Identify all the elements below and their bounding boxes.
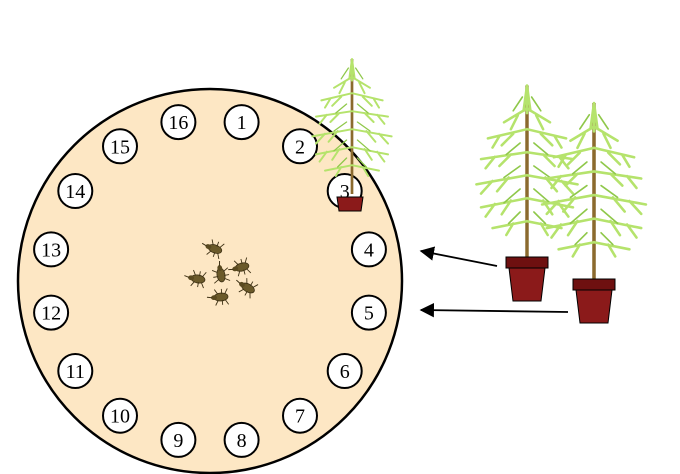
position-marker: [282, 128, 318, 165]
position-label: 15: [110, 136, 130, 158]
position-12: 12: [33, 294, 70, 331]
position-16: 16: [160, 104, 197, 141]
conifer-seedling-icon: [474, 83, 580, 260]
position-14: 14: [57, 173, 94, 209]
position-13: 13: [33, 231, 70, 268]
position-marker: [350, 231, 387, 268]
position-8: 8: [223, 421, 260, 458]
position-marker: [33, 231, 70, 268]
position-label: 12: [41, 303, 61, 325]
position-label: 16: [168, 112, 188, 134]
position-15: 15: [102, 128, 138, 165]
plant-pot-icon: [572, 278, 616, 324]
position-label: 11: [66, 361, 85, 383]
position-label: 5: [364, 303, 374, 325]
position-label: 14: [65, 181, 85, 203]
position-1: 1: [223, 104, 260, 141]
position-label: 7: [295, 406, 305, 428]
position-7: 7: [282, 397, 318, 434]
position-11: 11: [57, 353, 94, 389]
position-marker: [33, 294, 70, 331]
position-6: 6: [326, 353, 363, 389]
position-label: 8: [237, 430, 247, 452]
position-marker: [57, 353, 94, 389]
position-label: 1: [237, 112, 247, 134]
position-label: 2: [295, 136, 305, 158]
position-marker: [326, 353, 363, 389]
position-marker: [282, 397, 318, 434]
position-marker: [160, 421, 197, 458]
arena-circle: [16, 87, 404, 474]
position-label: 4: [364, 239, 374, 261]
position-label: 3: [340, 181, 350, 203]
position-marker: [57, 173, 94, 209]
position-4: 4: [350, 231, 387, 268]
seedling-position-3: [311, 57, 393, 212]
position-label: 9: [173, 430, 183, 452]
position-2: 2: [282, 128, 318, 165]
position-5: 5: [350, 294, 387, 331]
arrow-left-icon: [419, 246, 498, 267]
position-marker: [223, 104, 260, 141]
position-10: 10: [102, 397, 138, 434]
position-label: 13: [41, 239, 61, 261]
plant-pot-icon: [336, 196, 364, 212]
seedling-odour-source-1: [474, 83, 580, 302]
position-marker: [350, 294, 387, 331]
position-label: 6: [340, 361, 350, 383]
position-marker: [160, 104, 197, 141]
position-marker: [223, 421, 260, 458]
plant-pot-icon: [505, 256, 549, 302]
position-marker: [102, 397, 138, 434]
arrow-left-icon: [419, 302, 569, 318]
position-label: 10: [110, 406, 130, 428]
position-marker: [102, 128, 138, 165]
position-9: 9: [160, 421, 197, 458]
